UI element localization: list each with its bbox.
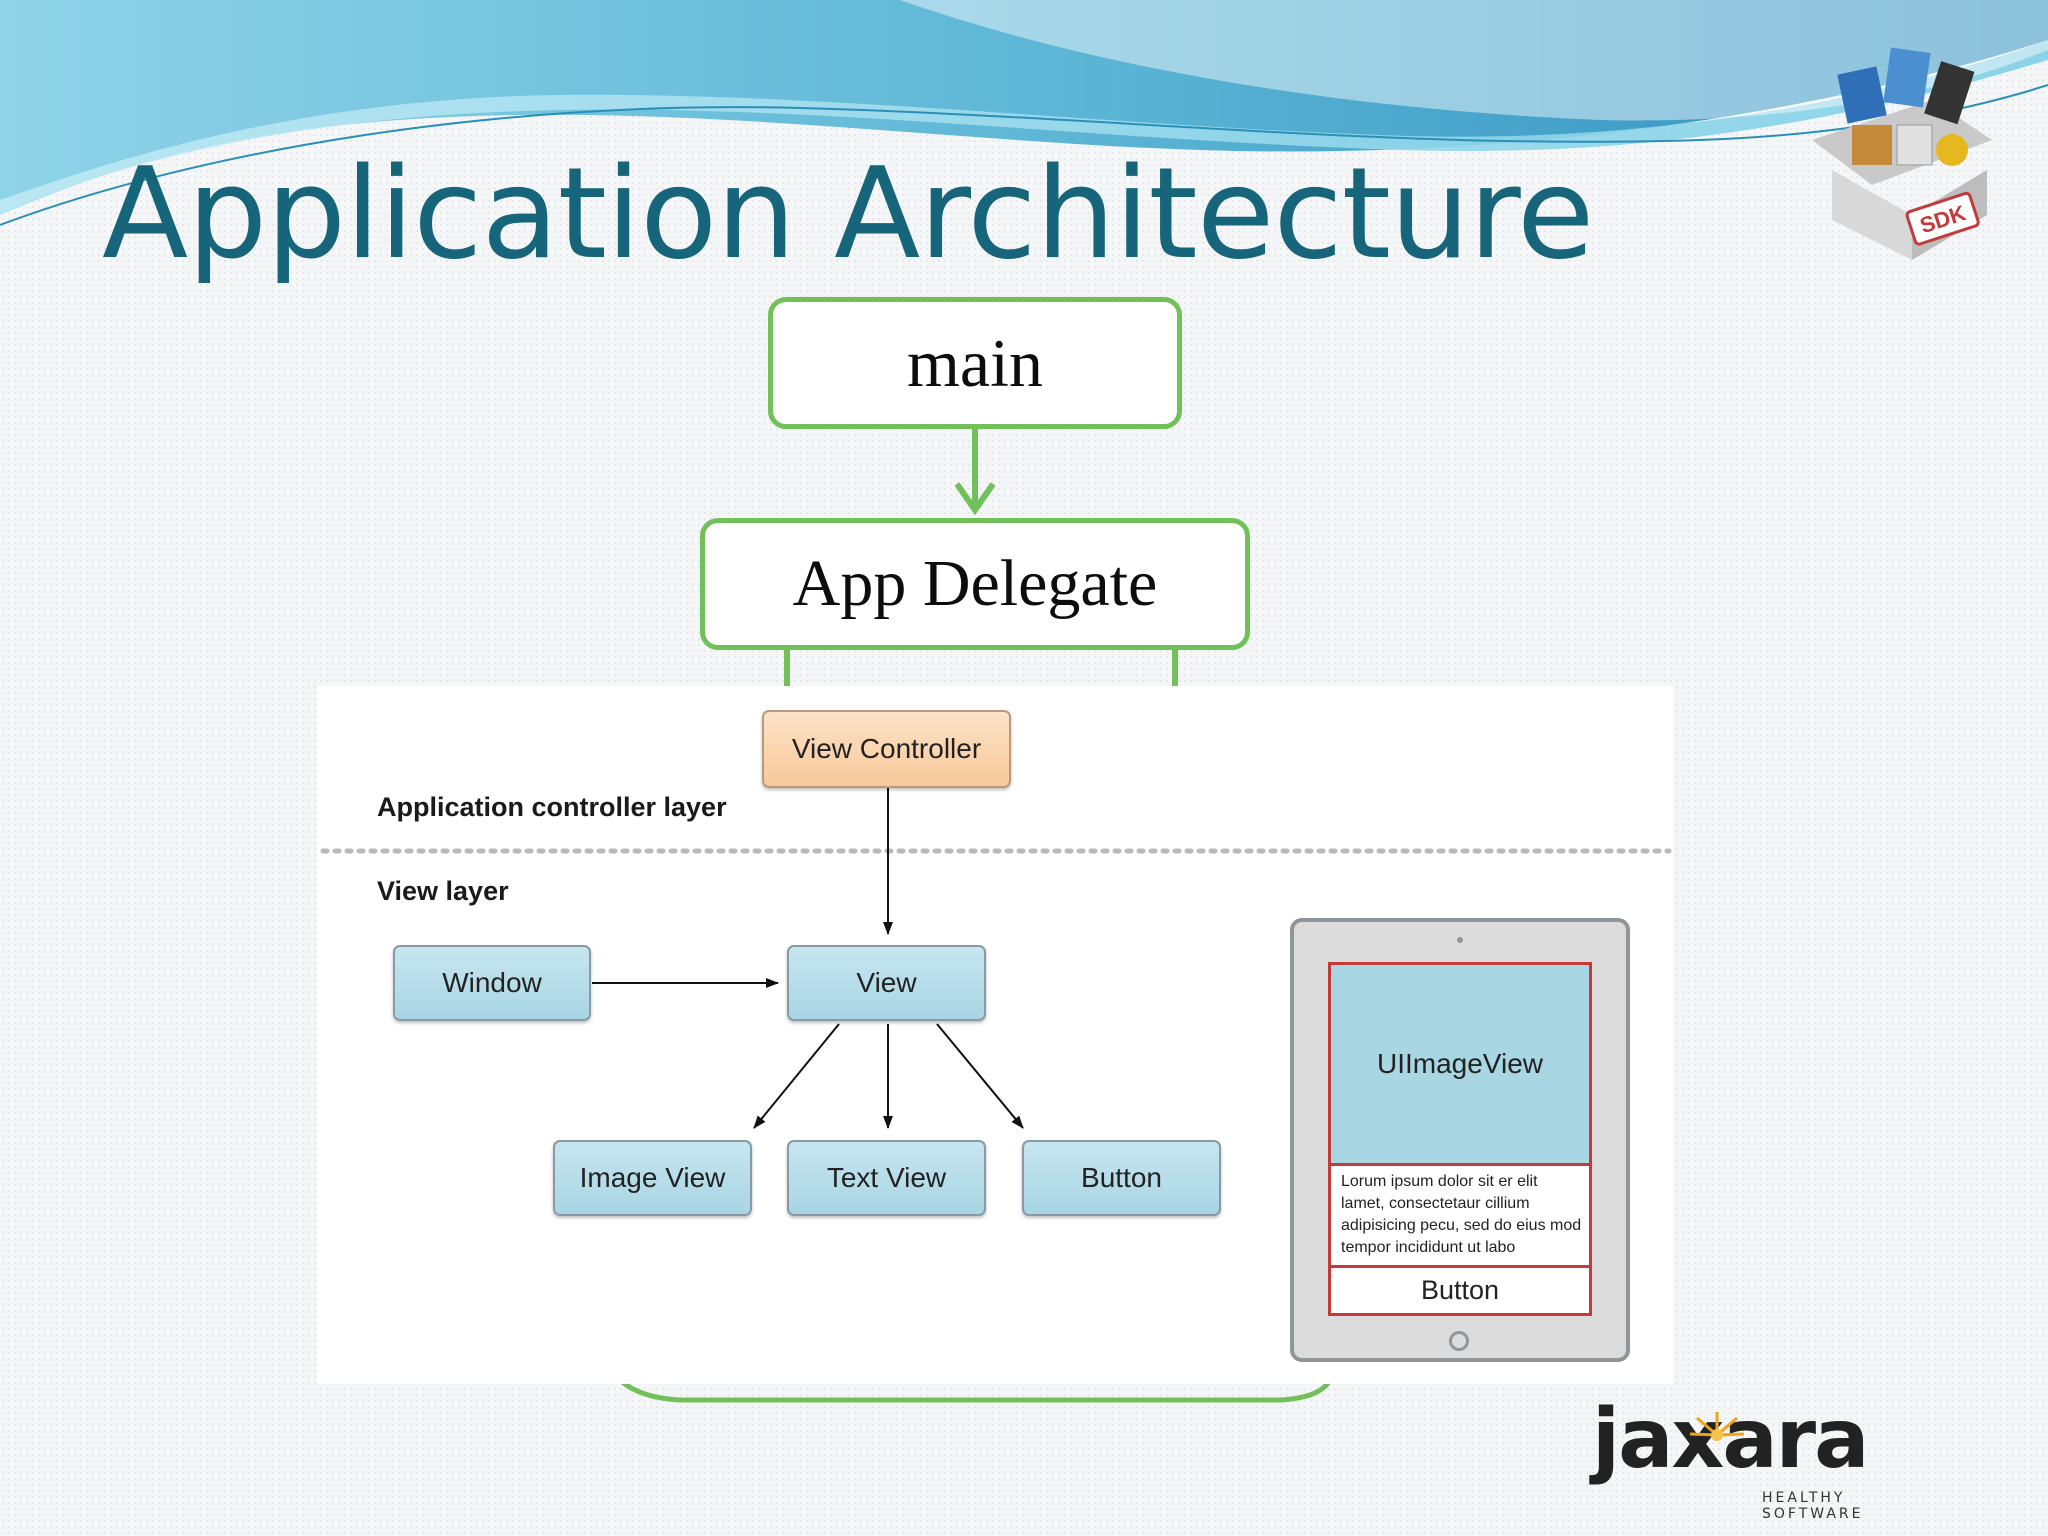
view-hierarchy-diagram: View Controller Application controller l…: [317, 686, 1673, 1384]
window-label: Window: [442, 967, 542, 998]
main-label: main: [907, 324, 1043, 401]
image-view-label: Image View: [579, 1162, 726, 1193]
main-box: main: [768, 297, 1182, 429]
text-view-node: Text View: [787, 1140, 986, 1216]
lorem-text: Lorum ipsum dolor sit er elit lamet, con…: [1341, 1173, 1582, 1256]
view-node: View: [787, 945, 986, 1021]
ipad-camera-icon: [1457, 937, 1463, 943]
button-node: Button: [1022, 1140, 1221, 1216]
jaxara-logo: jaxara HEALTHY SOFTWARE: [1592, 1392, 1952, 1522]
uiimageview-region: UIImageView: [1331, 965, 1589, 1166]
uiimageview-label: UIImageView: [1376, 1048, 1543, 1079]
view-controller-node: View Controller: [762, 710, 1011, 788]
diagram-connectors: [320, 786, 1672, 1129]
image-view-node: Image View: [553, 1140, 752, 1216]
screen-divider: [1331, 1265, 1589, 1268]
controller-layer-label: Application controller layer: [377, 792, 727, 822]
logo-tagline: HEALTHY SOFTWARE: [1762, 1490, 1864, 1522]
text-view-label: Text View: [826, 1162, 947, 1193]
ipad-screen-button-label: Button: [1420, 1275, 1500, 1305]
logo-spark-icon: [1689, 1412, 1745, 1441]
ipad-screen: UIImageView Lorum ipsum dolor sit er eli…: [1328, 962, 1592, 1316]
ipad-home-button-icon: [1449, 1331, 1469, 1351]
view-layer-label: View layer: [377, 876, 509, 906]
view-to-imageview-arrow: [753, 1023, 840, 1129]
header-wave: [0, 0, 2048, 226]
bottom-bracket-line: [618, 1378, 1333, 1403]
slide-title: Application Architecture: [102, 140, 1594, 287]
view-label: View: [856, 967, 917, 998]
ipad-screen-button: Button: [1331, 1268, 1589, 1313]
button-node-label: Button: [1081, 1162, 1162, 1193]
ipad-mockup: UIImageView Lorum ipsum dolor sit er eli…: [1290, 918, 1630, 1362]
window-node: Window: [393, 945, 591, 1021]
sdk-box-icon: SDK: [1812, 47, 1992, 260]
logo-wordmark: jaxara: [1592, 1392, 1869, 1487]
view-to-button-arrow: [936, 1023, 1024, 1129]
app-delegate-box: App Delegate: [700, 518, 1250, 650]
app-delegate-label: App Delegate: [792, 547, 1158, 620]
main-to-delegate-arrowhead: [954, 482, 996, 516]
view-controller-label: View Controller: [791, 733, 982, 764]
